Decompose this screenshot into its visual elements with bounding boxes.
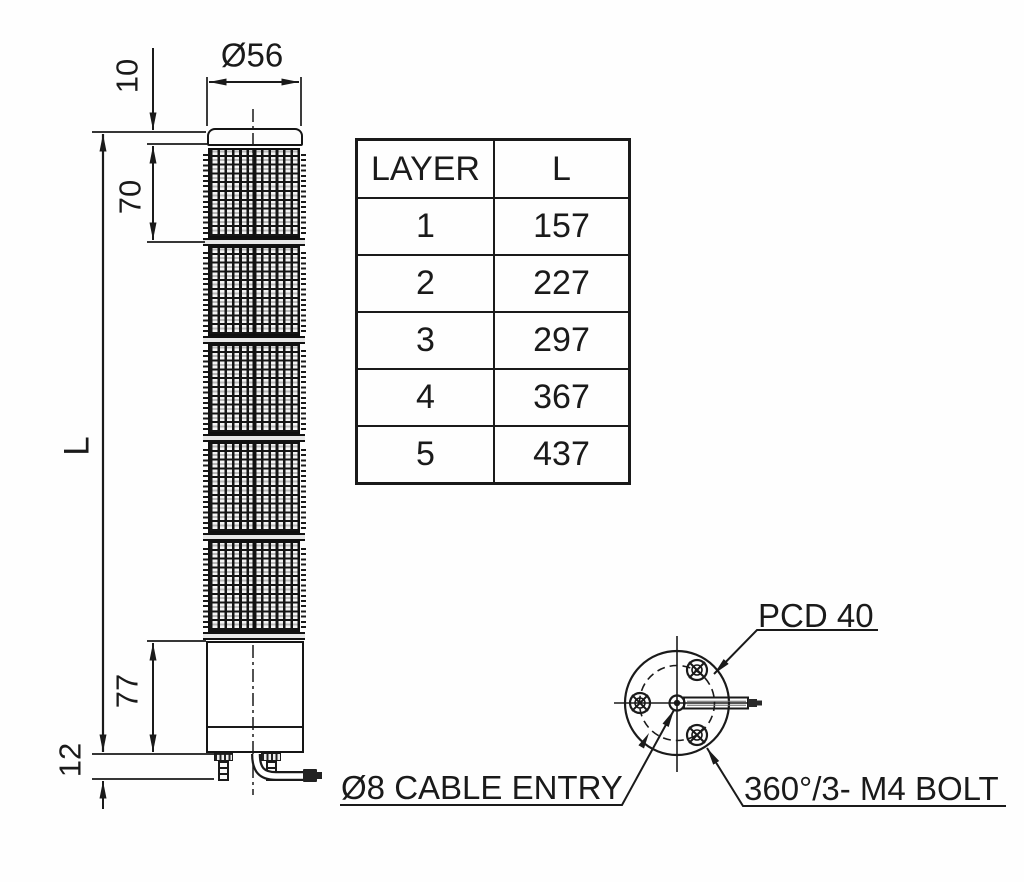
- dim-diameter-label: Ø56: [220, 36, 284, 74]
- lens-module-1: [208, 148, 300, 238]
- dim-stud-height-label: 12: [52, 742, 88, 778]
- lens-joint: [203, 632, 305, 640]
- leader-mid-arrow: [638, 733, 649, 749]
- lens-knurl-edge: [202, 152, 208, 234]
- dim-lens-height-label: 70: [112, 179, 148, 215]
- table-header-layer: LAYER: [355, 138, 495, 199]
- mounting-stud: [266, 761, 277, 781]
- lens-knurl-edge: [202, 446, 208, 529]
- lens-joint: [203, 336, 305, 344]
- table-header-l: L: [493, 138, 631, 199]
- cable-entry-label: Ø8 CABLE ENTRY: [341, 769, 623, 806]
- cable-entry-hole: [668, 694, 686, 712]
- layer-cell: 2: [355, 254, 495, 313]
- dim-cap-height-label: 10: [109, 58, 145, 94]
- connector: [683, 696, 762, 710]
- lens-module-2: [208, 246, 300, 336]
- pcd-circle: [638, 664, 716, 742]
- length-cell: 297: [493, 311, 631, 370]
- cable-plug-tip: [317, 772, 322, 779]
- lens-module-5: [208, 541, 300, 632]
- tower-side-view: [202, 128, 306, 790]
- tower-cap: [207, 128, 303, 146]
- bolt-label: 360°/3- M4 BOLT: [744, 770, 999, 807]
- base-outline-circle: [623, 649, 731, 757]
- lens-knurl-edge: [300, 348, 306, 430]
- lens-joint: [203, 238, 305, 246]
- lens-module-3: [208, 344, 300, 434]
- bolt-holes: [628, 658, 709, 747]
- mounting-stud-collar: [261, 753, 281, 761]
- layer-cell: 1: [355, 197, 495, 256]
- length-cell: 437: [493, 425, 631, 485]
- base-flange-line: [208, 726, 302, 728]
- lens-knurl-edge: [300, 545, 306, 628]
- lens-knurl-edge: [300, 446, 306, 529]
- lens-joint: [203, 533, 305, 541]
- mounting-stud-collar: [214, 753, 233, 761]
- lens-joint: [203, 434, 305, 442]
- lens-knurl-edge: [202, 250, 208, 332]
- layer-cell: 3: [355, 311, 495, 370]
- lens-module-4: [208, 442, 300, 533]
- dim-base-height-label: 77: [109, 673, 145, 709]
- layer-cell: 4: [355, 368, 495, 427]
- length-cell: 157: [493, 197, 631, 256]
- length-cell: 367: [493, 368, 631, 427]
- pcd-label: PCD 40: [758, 597, 874, 634]
- table-header-row: LAYER L: [355, 138, 631, 199]
- tower-base: [206, 641, 304, 753]
- lens-knurl-edge: [300, 250, 306, 332]
- mounting-stud: [218, 761, 229, 781]
- lens-knurl-edge: [300, 152, 306, 234]
- length-cell: 227: [493, 254, 631, 313]
- dim-total-height-label: L: [57, 436, 97, 456]
- lens-knurl-edge: [202, 348, 208, 430]
- lens-knurl-edge: [202, 545, 208, 628]
- layer-cell: 5: [355, 425, 495, 485]
